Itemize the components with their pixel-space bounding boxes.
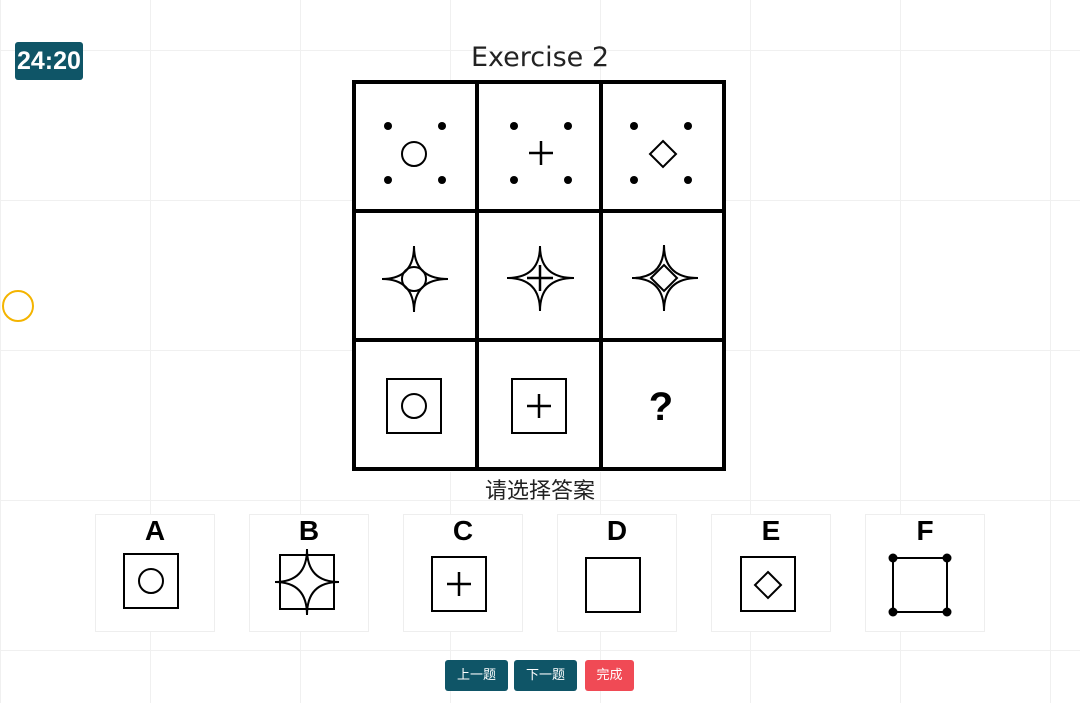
option-f[interactable]: F xyxy=(865,514,985,632)
matrix-grid xyxy=(352,80,726,471)
option-a[interactable]: A xyxy=(95,514,215,632)
matrix-cell-r1c2 xyxy=(510,122,572,184)
next-question-button[interactable]: 下一题 xyxy=(514,660,577,691)
countdown-timer: 24:20 xyxy=(15,42,83,80)
missing-piece-question-mark: ? xyxy=(649,385,673,429)
square-empty-icon xyxy=(585,557,641,613)
option-letter: F xyxy=(916,515,934,546)
square-circle-icon xyxy=(123,553,179,609)
option-d[interactable]: D xyxy=(557,514,677,632)
square-star-icon xyxy=(274,548,340,616)
matrix-cell-r3c1 xyxy=(386,378,442,434)
answer-prompt: 请选择答案 xyxy=(484,479,595,504)
square-plus-icon xyxy=(431,556,487,612)
option-letter: E xyxy=(761,515,781,546)
finish-button[interactable]: 完成 xyxy=(585,660,634,691)
square-dots-icon xyxy=(888,553,952,617)
option-letter: A xyxy=(144,515,166,546)
matrix-cell-r1c3 xyxy=(630,122,692,184)
option-e[interactable]: E xyxy=(711,514,831,632)
previous-question-button[interactable]: 上一题 xyxy=(445,660,508,691)
square-diamond-icon xyxy=(740,556,796,612)
puzzle-matrix: ? xyxy=(352,80,726,472)
page-title: Exercise 2 xyxy=(470,42,610,73)
matrix-cell-r2c1 xyxy=(381,245,449,313)
matrix-cell-r1c1 xyxy=(384,122,446,184)
side-handle-icon[interactable] xyxy=(2,290,34,322)
option-letter: B xyxy=(298,515,320,546)
option-letter: C xyxy=(452,515,474,546)
option-c[interactable]: C xyxy=(403,514,523,632)
matrix-cell-r3c2 xyxy=(511,378,567,434)
option-b[interactable]: B xyxy=(249,514,369,632)
matrix-cell-r2c3 xyxy=(631,244,699,312)
option-letter: D xyxy=(606,515,628,546)
matrix-cell-r2c2 xyxy=(506,245,575,312)
